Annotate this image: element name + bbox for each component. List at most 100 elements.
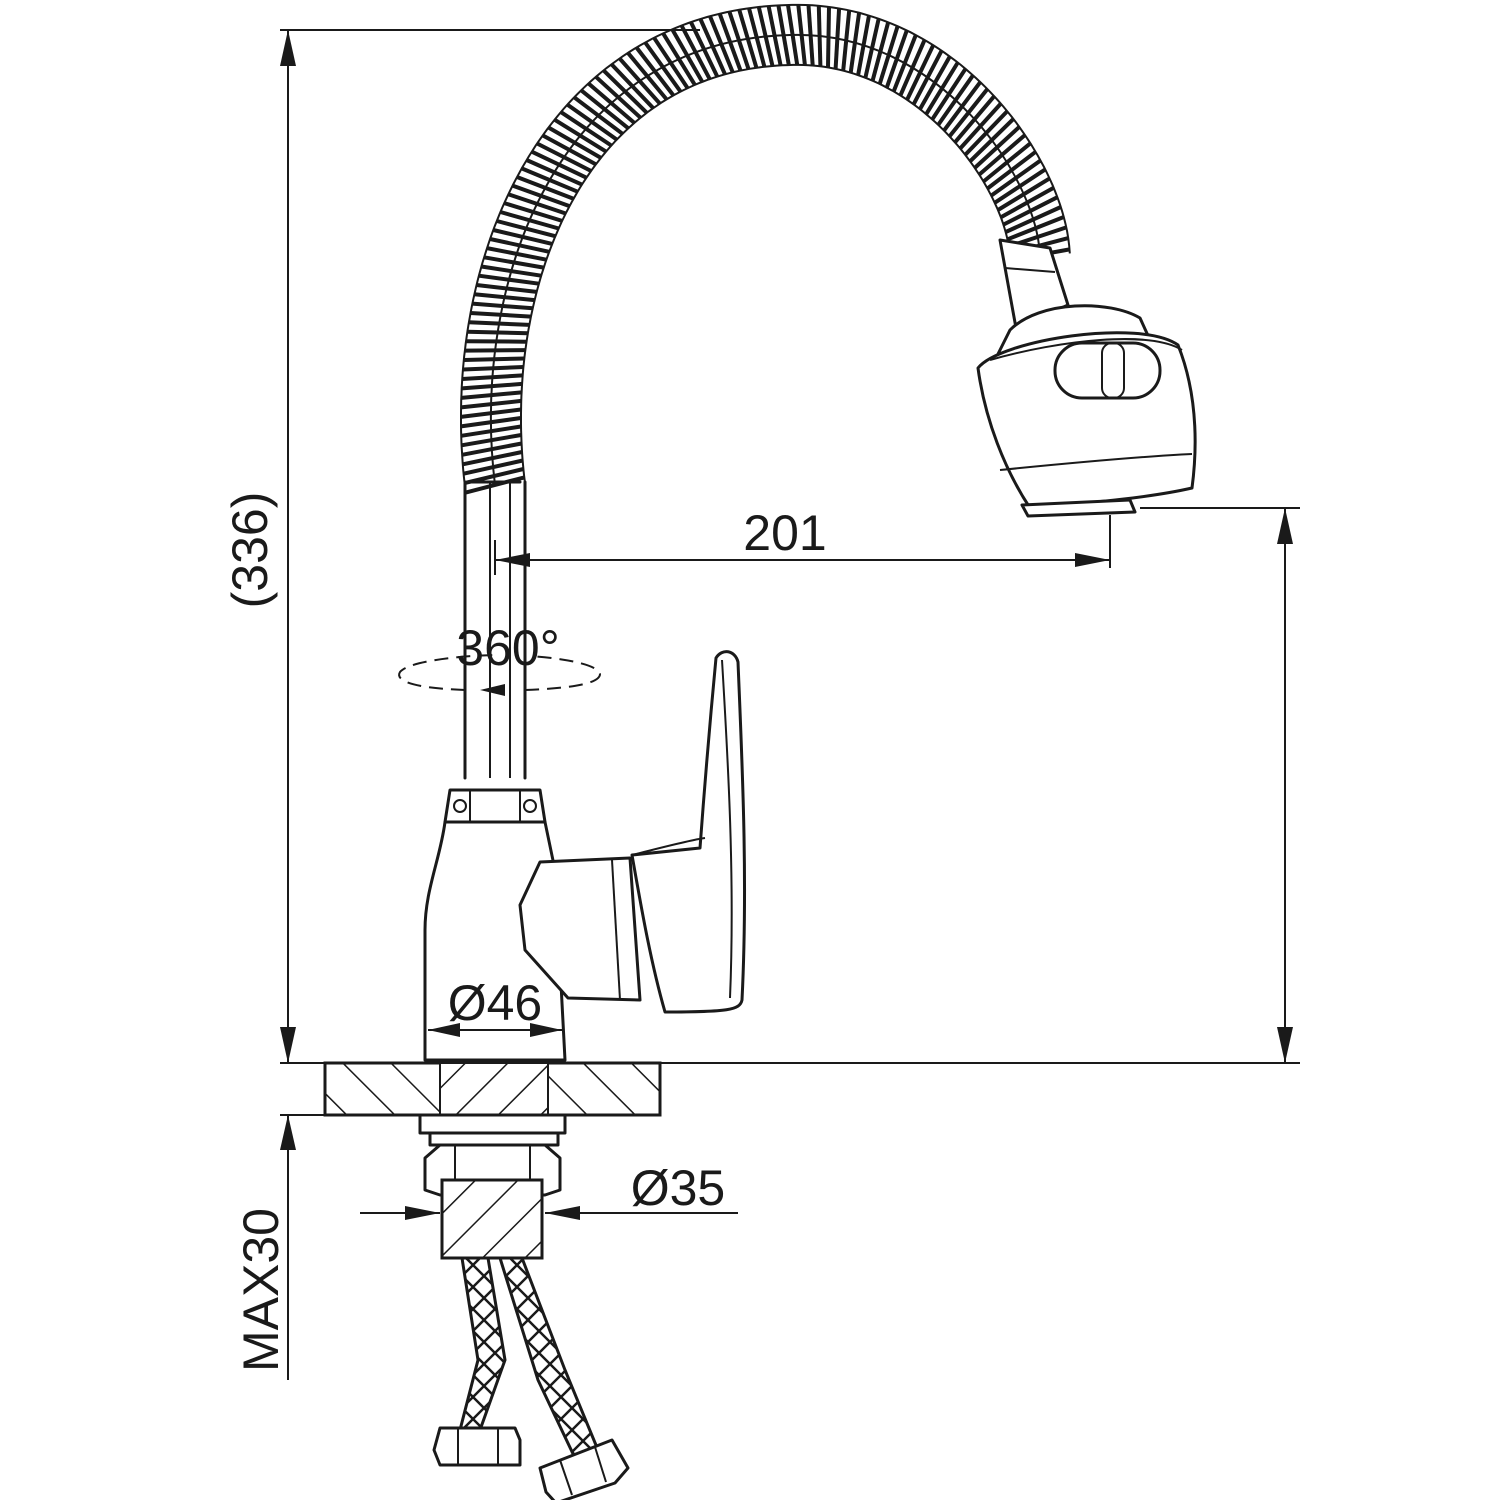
hose-coil [826, 6, 831, 68]
hose-coil [468, 320, 530, 327]
hose-coil [467, 329, 528, 336]
hose-coil [579, 88, 630, 130]
hose-coil [689, 21, 720, 78]
hose-coil [460, 416, 522, 429]
hose-coil [963, 109, 1009, 157]
label-spout-reach: 201 [743, 505, 826, 561]
hose-coil [942, 80, 982, 132]
hose-coil [496, 219, 556, 239]
hose-coil [898, 39, 927, 97]
hose-coil [856, 15, 871, 76]
hose-coil [698, 18, 727, 76]
hose-coil [1006, 215, 1065, 242]
label-body-diameter: Ø46 [448, 975, 543, 1031]
hose-coils [460, 3, 1071, 495]
hose-coil [626, 51, 669, 101]
hose-coil [499, 210, 560, 231]
hose-coil [602, 68, 649, 115]
hose-coil [1002, 195, 1059, 227]
hose-coil [727, 10, 751, 70]
hose-coil [841, 10, 852, 71]
dimension-spout-height [660, 507, 1300, 1064]
hose-coil [634, 46, 675, 97]
hose-coil [737, 9, 759, 69]
hose-coil [870, 21, 891, 82]
hose-coil [986, 150, 1037, 191]
hose-coil [948, 87, 989, 138]
hose-coil [460, 407, 522, 419]
supply-hoses [432, 1256, 630, 1500]
spray-head [976, 238, 1197, 518]
hose-coil [848, 12, 862, 73]
label-shank-diameter: Ø35 [631, 1160, 726, 1216]
hose-coil [806, 4, 815, 66]
hose-coil [610, 62, 655, 110]
hose-coil [891, 34, 918, 93]
hose-coil [462, 450, 523, 467]
hose-coil [982, 141, 1032, 184]
hose-coil [863, 18, 881, 79]
hose-coil [924, 61, 960, 116]
hose-coil [536, 141, 593, 173]
hose-coil [618, 57, 662, 105]
hose-outline-b [460, 3, 1071, 489]
label-rotation: 360° [456, 620, 559, 676]
hose-coil [462, 365, 524, 372]
hose-coil [461, 381, 523, 391]
hose-coil [996, 176, 1051, 212]
hose-coil [547, 125, 602, 160]
deck-section [280, 1061, 662, 1117]
hose-coil [776, 5, 791, 66]
hose-coil [877, 25, 900, 85]
mounting-shank [418, 1113, 567, 1260]
hose-coil [486, 246, 547, 262]
hose-coil [460, 424, 522, 438]
hose-coil [990, 158, 1042, 198]
hose-coil [796, 4, 807, 66]
hose-coil [460, 398, 522, 410]
hose-coil [905, 44, 936, 101]
hose-outline-a [520, 63, 1011, 482]
hose-coil [594, 75, 642, 120]
faucet-body [423, 820, 642, 1062]
hose-coil [492, 228, 553, 246]
hose-coil [520, 166, 579, 194]
hose-coil [1004, 205, 1062, 234]
hose-coil [977, 133, 1027, 177]
hose-coil [559, 110, 613, 148]
hose-coil [661, 32, 697, 86]
hose-coil [973, 125, 1021, 170]
hose-coil [747, 7, 767, 68]
hose-coil [530, 149, 588, 180]
hose-coil [643, 41, 683, 93]
hose-coil [463, 356, 525, 362]
hose-coil [566, 102, 618, 142]
hose-coil [462, 373, 523, 381]
hose-coil [461, 390, 522, 400]
hose-coil [993, 167, 1047, 205]
hose-coil [481, 264, 542, 278]
hose-coil [936, 74, 975, 127]
hose-coil [958, 102, 1003, 150]
hose-coil [476, 283, 537, 294]
dimension-body-diameter: Ø46 [428, 975, 562, 1037]
hose-coil [470, 311, 532, 319]
hose-coil [587, 81, 636, 125]
label-max-deck: MAX30 [233, 1208, 289, 1372]
hose-coil [503, 201, 563, 223]
hose-coil [507, 192, 567, 216]
lever-handle [630, 650, 747, 1014]
hose-coil [463, 458, 524, 476]
hose-coil [968, 117, 1015, 163]
hose-coil [464, 348, 526, 353]
hose-coil [478, 273, 540, 286]
hose-coil [516, 175, 575, 201]
hose-coil [511, 183, 571, 208]
dimension-shank-diameter: Ø35 [360, 1160, 738, 1220]
hose-coil [766, 5, 783, 66]
hose-coil [833, 8, 842, 69]
hose-coil [786, 4, 800, 66]
hose-coil [953, 94, 996, 144]
hose-coil [652, 36, 690, 90]
